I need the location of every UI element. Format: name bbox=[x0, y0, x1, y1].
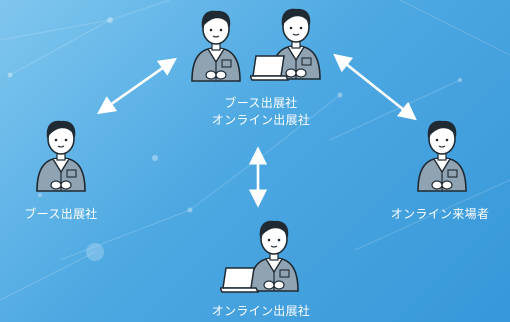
worker-icon bbox=[186, 2, 246, 82]
bottom-node bbox=[214, 212, 304, 297]
bottom-node-label: オンライン出展社 bbox=[211, 304, 311, 318]
top-node-label-line2: オンライン出展社 bbox=[211, 113, 311, 127]
right-node-label: オンライン来場者 bbox=[390, 207, 490, 221]
left-node bbox=[31, 112, 91, 192]
bidirectional-arrow-icon bbox=[97, 57, 177, 115]
worker-icon bbox=[412, 112, 472, 192]
laptop-icon bbox=[220, 266, 260, 294]
laptop-icon bbox=[250, 54, 290, 82]
top-node bbox=[186, 0, 336, 85]
top-node-label-line1: ブース出展社 bbox=[224, 96, 298, 110]
worker-icon bbox=[31, 112, 91, 192]
bidirectional-arrow-icon bbox=[333, 53, 417, 121]
top-node-label: ブース出展社 オンライン出展社 bbox=[186, 95, 336, 129]
right-node bbox=[412, 112, 472, 192]
left-node-label: ブース出展社 bbox=[24, 207, 98, 221]
